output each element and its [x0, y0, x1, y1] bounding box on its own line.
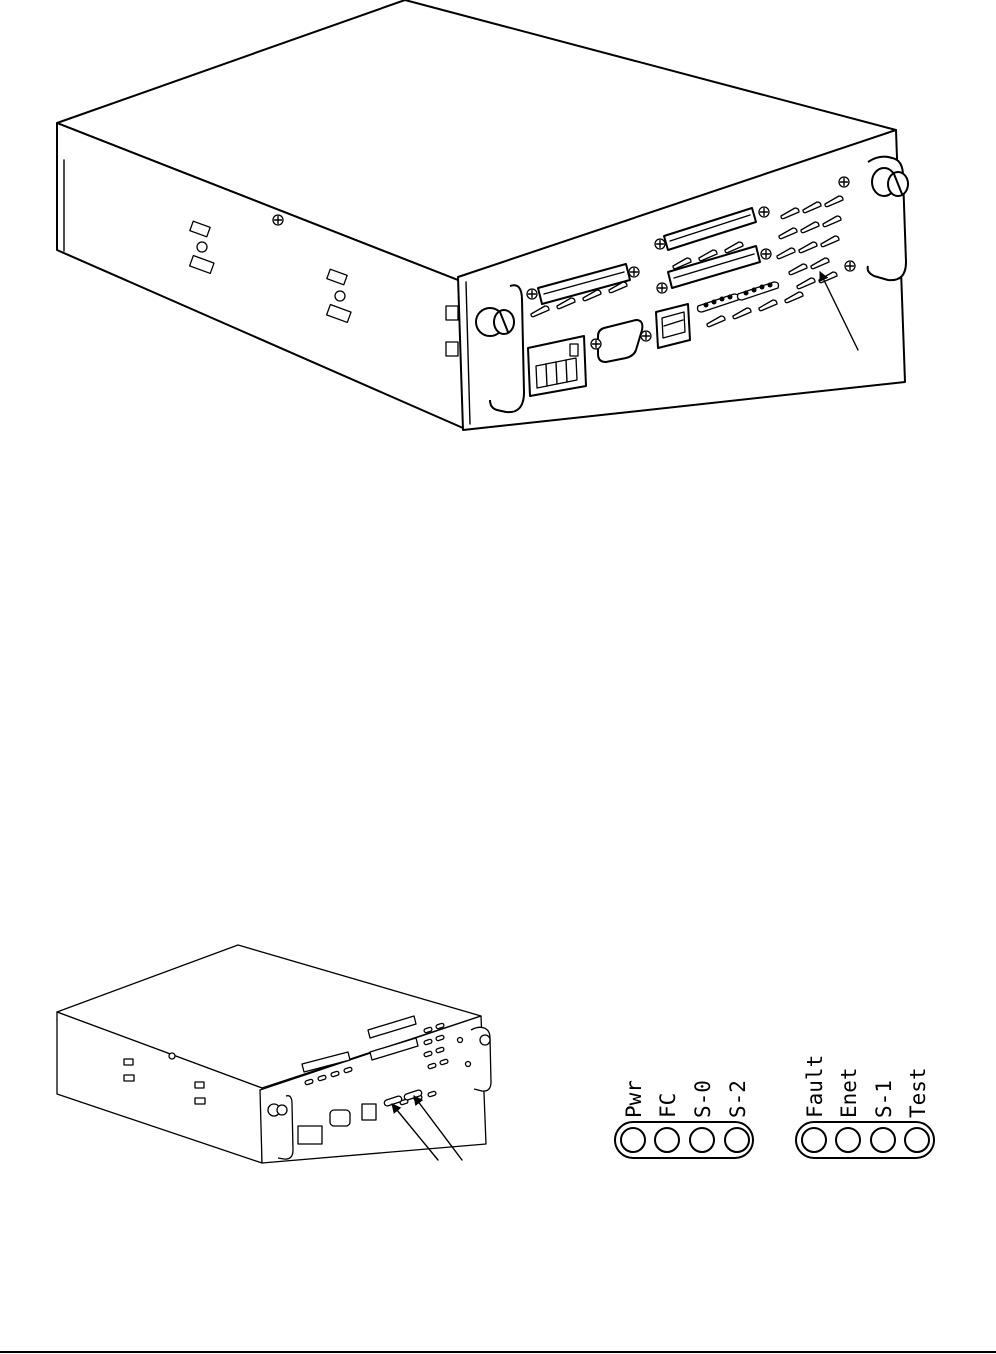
led-s0-icon — [690, 1128, 714, 1152]
small-module-drawing — [57, 945, 491, 1163]
led-detail-right: Fault Enet S-1 Test — [796, 1055, 934, 1158]
led-label-s0: S-0 — [691, 1080, 715, 1118]
large-module-drawing — [57, 0, 908, 430]
side-screw-icon — [273, 215, 283, 225]
led-detail-left: Pwr FC S-0 S-2 — [615, 1080, 753, 1158]
led-test-icon — [905, 1128, 929, 1152]
led-label-s1: S-1 — [872, 1080, 896, 1118]
led-label-fc: FC — [656, 1093, 680, 1118]
led-fault-icon — [802, 1128, 826, 1152]
led-label-test: Test — [906, 1067, 930, 1118]
led-pwr-icon — [621, 1128, 645, 1152]
right-captive-screw — [872, 168, 908, 196]
page-bottom-rule — [0, 1351, 996, 1353]
led-label-enet: Enet — [837, 1067, 861, 1118]
led-s1-icon — [871, 1128, 895, 1152]
led-label-pwr: Pwr — [622, 1080, 646, 1118]
led-s2-icon — [725, 1128, 749, 1152]
led-label-fault: Fault — [803, 1055, 827, 1118]
led-enet-icon — [836, 1128, 860, 1152]
left-captive-screw — [476, 308, 514, 336]
ethernet-port — [656, 304, 690, 348]
small-ethernet-port — [362, 1104, 376, 1120]
small-serial-port — [330, 1110, 350, 1126]
small-power-block — [298, 1126, 322, 1144]
led-fc-icon — [655, 1128, 679, 1152]
led-label-s2: S-2 — [726, 1080, 750, 1118]
